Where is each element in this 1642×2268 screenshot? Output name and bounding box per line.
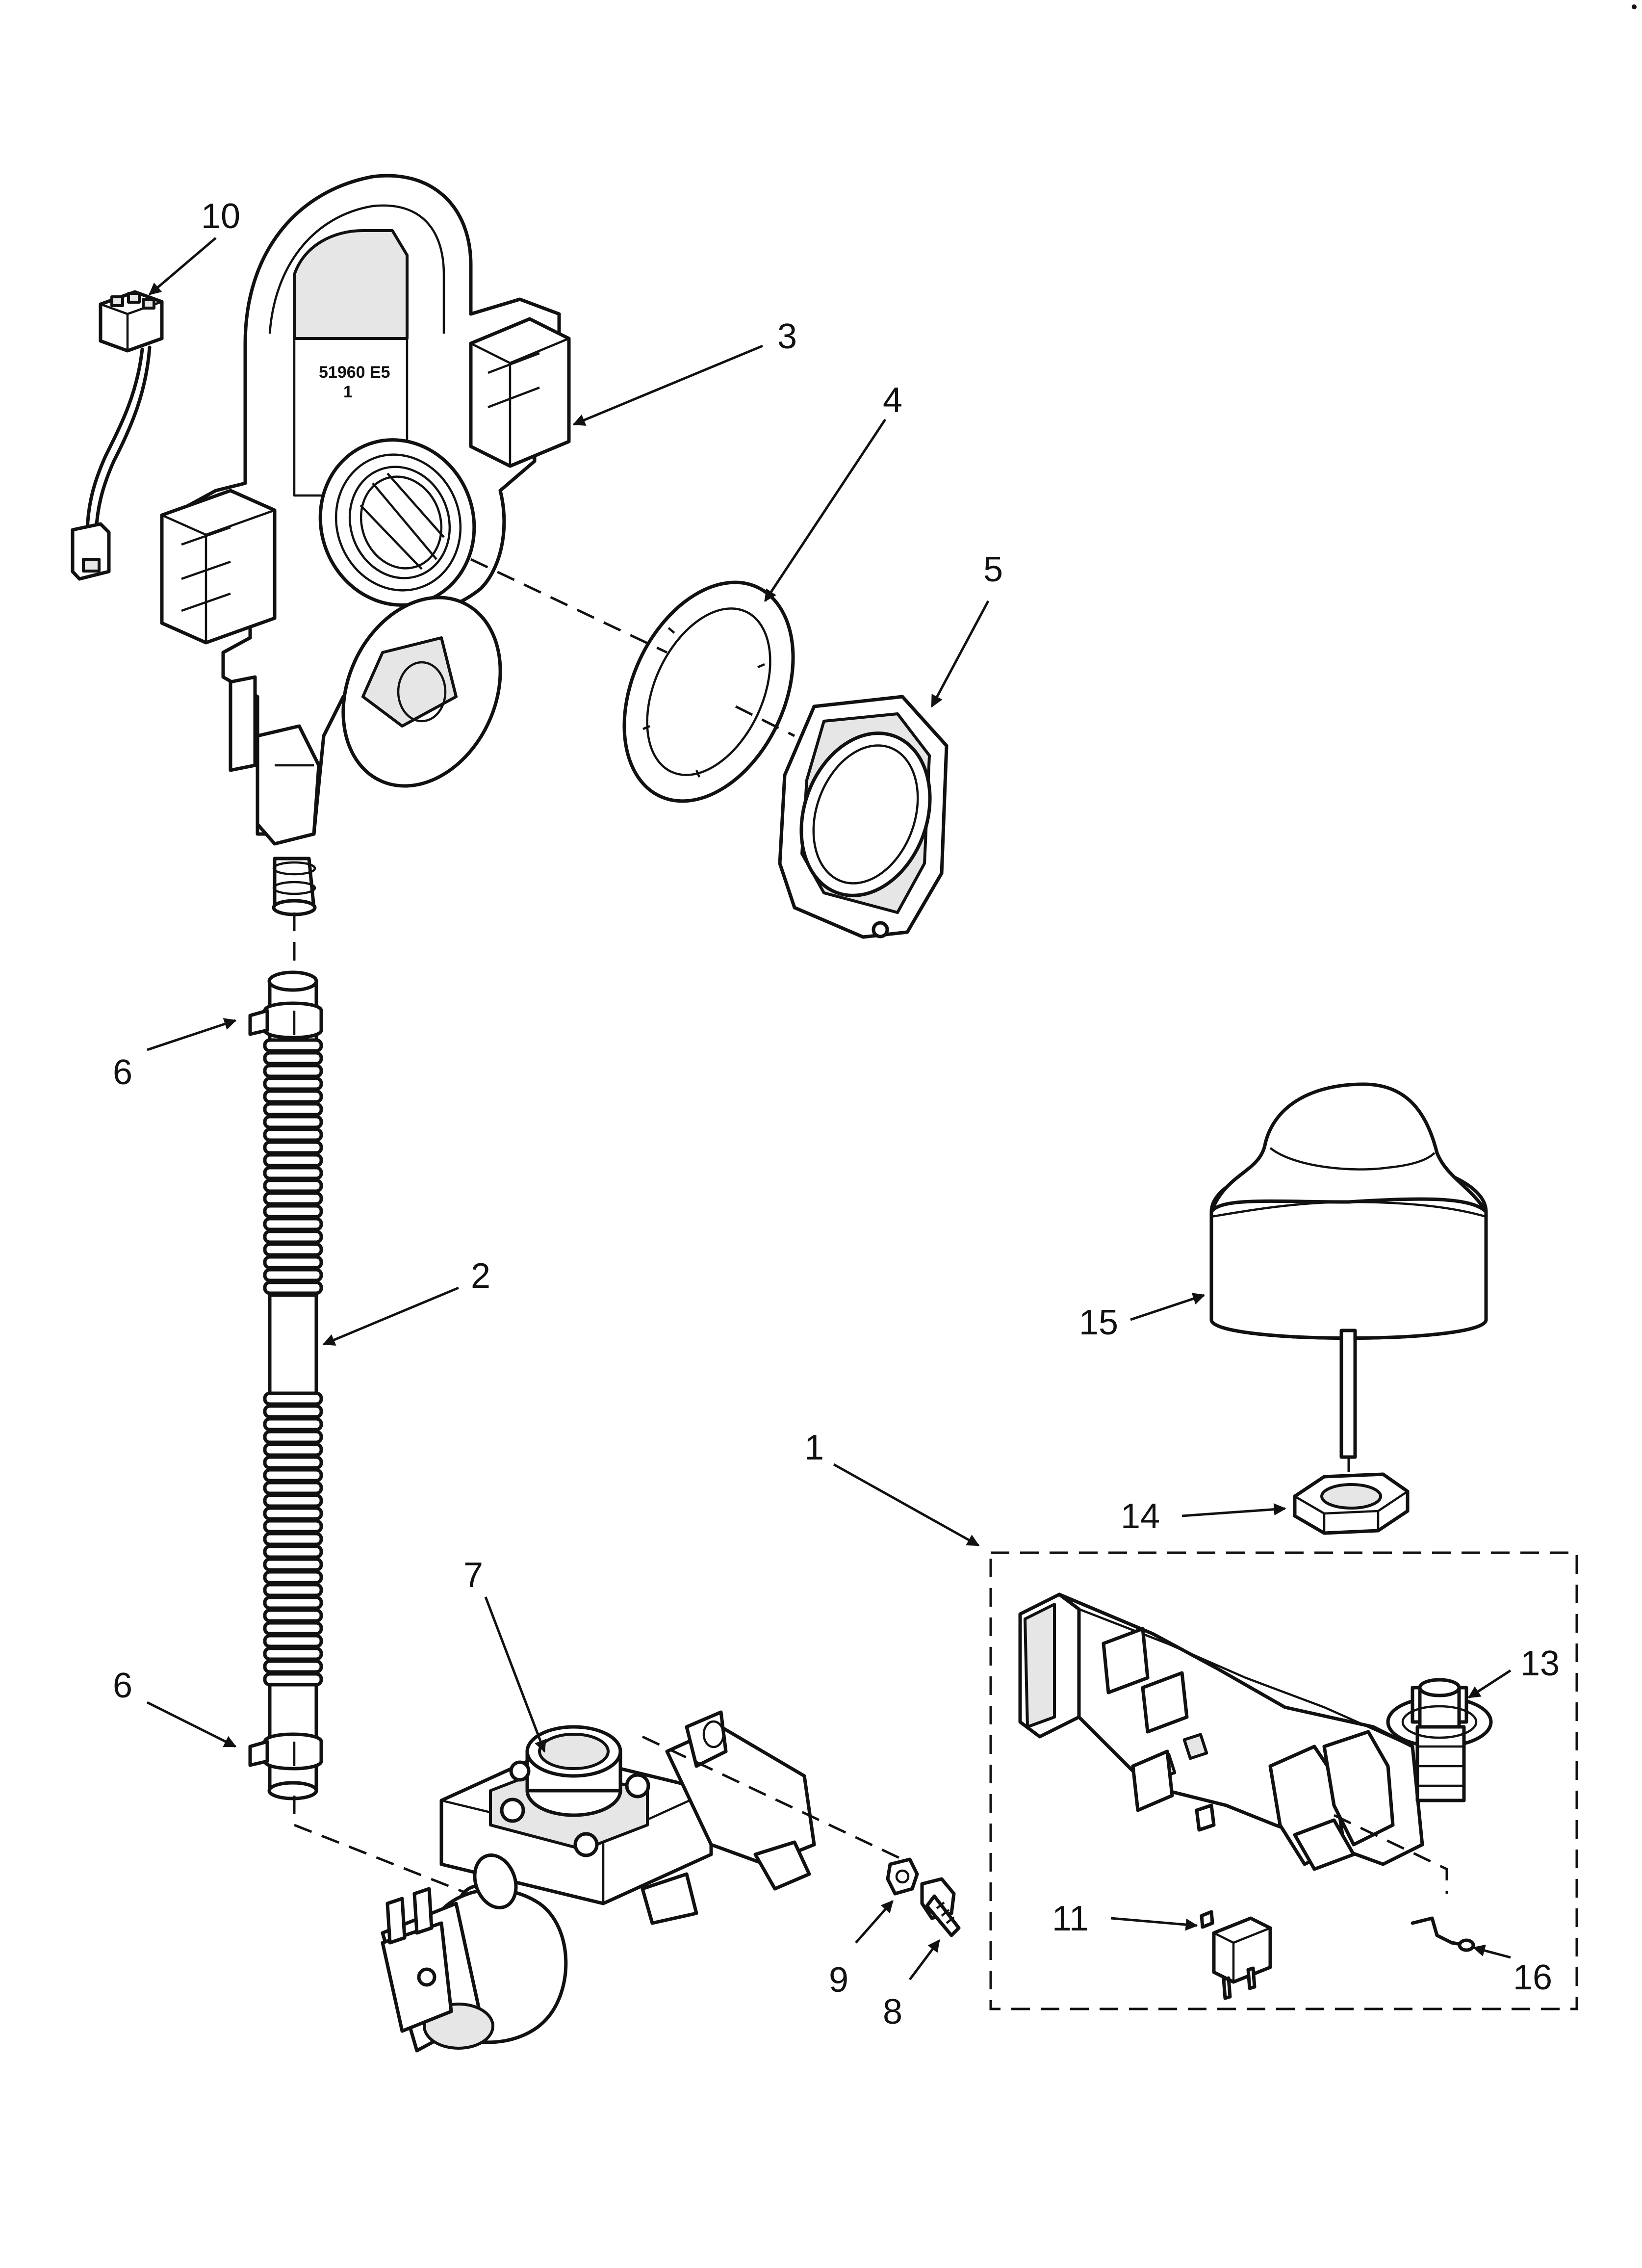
hex-nut-part-5 <box>778 695 949 939</box>
hose-ridge <box>263 1481 323 1495</box>
callout-11: 11 <box>1052 1899 1089 1938</box>
hose-ridge <box>263 1089 323 1104</box>
hose-ridge <box>263 1621 323 1636</box>
screw-part-8 <box>920 1877 961 1937</box>
hose-ridge <box>263 1544 323 1559</box>
hose-ridge <box>263 1217 323 1231</box>
hose-ridge <box>263 1404 323 1419</box>
leader-lines <box>146 237 1512 1981</box>
washer-part-9 <box>886 1857 919 1896</box>
hose-ridge <box>263 1634 323 1648</box>
hose-ridge <box>263 1646 323 1661</box>
callout-1: 1 <box>804 1428 824 1467</box>
hose-ridge <box>263 1204 323 1219</box>
vent-housing-part-3: 51960 E5 1 <box>160 174 571 916</box>
hose-ridge <box>263 1557 323 1572</box>
hose-ridge <box>263 1242 323 1257</box>
hose-ridge <box>263 1191 323 1206</box>
gasket-ring-part-4 <box>622 580 795 803</box>
hose-ridge <box>263 1519 323 1534</box>
hose-ridge <box>263 1102 323 1117</box>
hose-ridge <box>263 1140 323 1155</box>
hose-ridge <box>263 1051 323 1066</box>
hose-ridge <box>263 1417 323 1432</box>
hose-ridge <box>263 1493 323 1508</box>
hose-ridge <box>263 1570 323 1585</box>
callout-7: 7 <box>463 1556 483 1595</box>
hose-clamp-upper-part-6 <box>248 1001 323 1040</box>
hose-ridge <box>263 1391 323 1406</box>
wire-harness-part-10 <box>71 290 164 581</box>
float-part-15 <box>1209 1082 1488 1459</box>
hose-ridge <box>263 1455 323 1470</box>
callout-5: 5 <box>983 550 1003 589</box>
hose-ridge <box>263 1268 323 1282</box>
callout-labels: 10 3 4 5 6 2 6 7 9 8 15 1 14 13 11 16 <box>113 197 1560 2032</box>
callout-6-upper: 6 <box>113 1053 132 1092</box>
assembly-axis-housing <box>470 558 795 737</box>
hose-ridge <box>263 1076 323 1091</box>
callout-14: 14 <box>1121 1497 1160 1536</box>
hose-clamp-lower-part-6 <box>248 1732 323 1771</box>
hose-ridge <box>263 1038 323 1053</box>
callout-6-lower: 6 <box>113 1666 132 1705</box>
hose-ridge <box>263 1672 323 1687</box>
hose-ridge <box>263 1178 323 1193</box>
hose-ridges <box>263 1038 323 1687</box>
callout-4: 4 <box>883 381 902 420</box>
hose-ridge <box>263 1595 323 1610</box>
callout-2: 2 <box>471 1256 490 1296</box>
callout-3: 3 <box>777 317 797 356</box>
hose-ridge <box>263 1659 323 1674</box>
hose-ridge <box>263 1280 323 1295</box>
hose-ridge <box>263 1255 323 1270</box>
switch-bracket-assembly <box>1018 1592 1424 1871</box>
hose-ridge <box>263 1532 323 1546</box>
callout-15: 15 <box>1079 1303 1118 1342</box>
hose-ridge <box>263 1153 323 1168</box>
callout-13: 13 <box>1520 1644 1560 1683</box>
assembly-axis-switch <box>1333 1814 1448 1894</box>
water-valve-part-7 <box>381 1710 816 2053</box>
housing-code-sub-marking: 1 <box>343 383 353 401</box>
hose-ridge <box>263 1166 323 1180</box>
float-stem-part-13 <box>1386 1678 1493 1802</box>
hose-ridge <box>263 1442 323 1457</box>
hose-ridge <box>263 1430 323 1444</box>
callout-10: 10 <box>201 197 240 236</box>
hose-ridge <box>263 1115 323 1129</box>
hose-ridge <box>263 1127 323 1142</box>
hose-ridge <box>263 1506 323 1521</box>
assembly-axis-valve-screw <box>641 1735 903 1861</box>
microswitch-part-11 <box>1200 1910 1272 2000</box>
spring-clip-part-16 <box>1411 1916 1475 1952</box>
hose-ridge <box>263 1608 323 1623</box>
callout-8: 8 <box>883 1992 902 2032</box>
callout-16: 16 <box>1513 1958 1552 1997</box>
housing-code-marking: 51960 E5 <box>319 363 390 382</box>
assembly-box-part-1 <box>989 1551 1578 2010</box>
hose-ridge <box>263 1064 323 1078</box>
hose-ridge <box>263 1229 323 1244</box>
callout-9: 9 <box>829 1960 848 2000</box>
corner-dot <box>1632 4 1637 9</box>
assembly-axis-hose-valve <box>293 1796 481 1900</box>
hex-nut-part-14 <box>1293 1472 1410 1535</box>
hose-ridge <box>263 1583 323 1597</box>
hose-ridge <box>263 1468 323 1483</box>
